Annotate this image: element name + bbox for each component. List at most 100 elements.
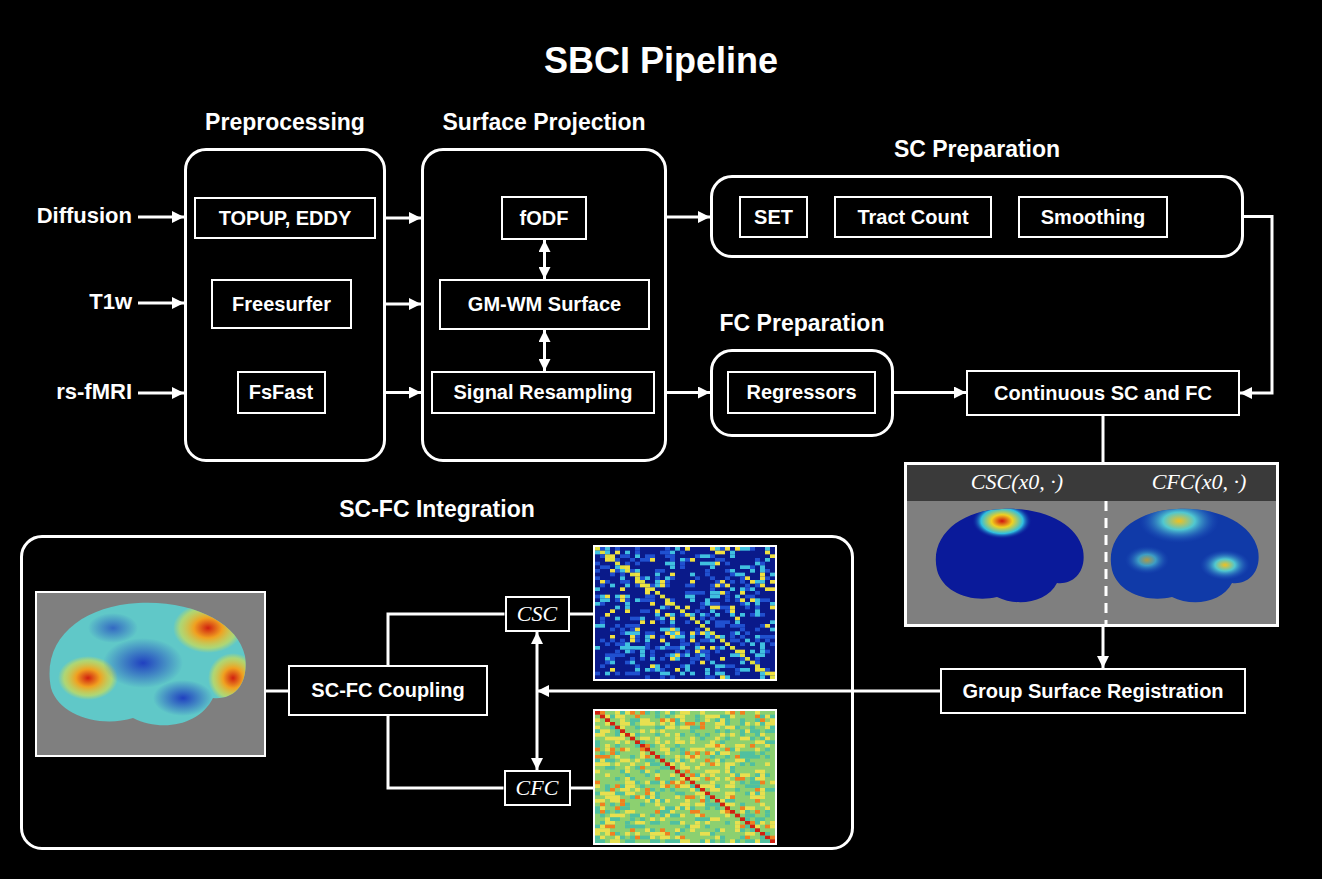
matrix-cell: [615, 806, 620, 810]
matrix-cell: [635, 672, 640, 676]
matrix-cell: [755, 558, 760, 562]
matrix-cell: [595, 784, 600, 788]
matrix-cell: [595, 547, 600, 551]
process-box: GM-WM Surface: [439, 279, 650, 330]
matrix-cell: [635, 715, 640, 719]
matrix-cell: [740, 825, 745, 829]
matrix-cell: [645, 631, 650, 635]
matrix-cell: [595, 726, 600, 730]
matrix-cell: [720, 828, 725, 832]
matrix-cell: [640, 814, 645, 818]
matrix-cell: [660, 595, 665, 599]
matrix-cell: [760, 650, 765, 654]
matrix-cell: [615, 733, 620, 737]
box-label: CSC: [517, 601, 557, 627]
box-label: Tract Count: [857, 206, 968, 229]
matrix-cell: [640, 744, 645, 748]
matrix-cell: [730, 795, 735, 799]
box-label: SC-FC Coupling: [311, 679, 464, 702]
matrix-cell: [675, 657, 680, 661]
matrix-cell: [650, 836, 655, 840]
matrix-cell: [655, 726, 660, 730]
matrix-cell: [765, 558, 770, 562]
matrix-cell: [595, 825, 600, 829]
matrix-cell: [710, 547, 715, 551]
stage-group: PreprocessingTOPUP, EDDYFreesurferFsFast: [184, 148, 386, 462]
matrix-cell: [710, 803, 715, 807]
matrix-cell: [635, 628, 640, 632]
matrix-cell: [740, 722, 745, 726]
matrix-cell: [740, 591, 745, 595]
matrix-cell: [715, 591, 720, 595]
matrix-cell: [715, 748, 720, 752]
matrix-cell: [710, 839, 715, 843]
matrix-cell: [655, 740, 660, 744]
matrix-cell: [610, 759, 615, 763]
matrix-cell: [740, 755, 745, 759]
matrix-cell: [615, 595, 620, 599]
matrix-cell: [665, 576, 670, 580]
matrix-cell: [730, 773, 735, 777]
matrix-cell: [725, 609, 730, 613]
matrix-cell: [685, 620, 690, 624]
matrix-cell: [675, 737, 680, 741]
matrix-cell: [765, 788, 770, 792]
matrix-cell: [705, 715, 710, 719]
matrix-cell: [655, 770, 660, 774]
matrix-cell: [600, 799, 605, 803]
matrix-cell: [695, 792, 700, 796]
matrix-cell: [675, 839, 680, 843]
matrix-cell: [640, 609, 645, 613]
matrix-cell: [630, 569, 635, 573]
matrix-cell: [765, 668, 770, 672]
matrix-cell: [680, 609, 685, 613]
matrix-cell: [730, 792, 735, 796]
matrix-cell: [650, 650, 655, 654]
matrix-cell: [630, 628, 635, 632]
matrix-cell: [595, 624, 600, 628]
matrix-cell: [615, 751, 620, 755]
matrix-cell: [675, 792, 680, 796]
matrix-cell: [725, 595, 730, 599]
matrix-cell: [645, 744, 650, 748]
matrix-cell: [620, 814, 625, 818]
matrix-cell: [715, 668, 720, 672]
stage-heading: FC Preparation: [720, 310, 885, 337]
matrix-cell: [640, 748, 645, 752]
box-label: GM-WM Surface: [468, 293, 621, 316]
matrix-cell: [705, 803, 710, 807]
matrix-cell: [685, 770, 690, 774]
matrix-cell: [640, 729, 645, 733]
matrix-cell: [645, 584, 650, 588]
matrix-cell: [740, 817, 745, 821]
connector: [388, 614, 505, 665]
matrix-cell: [650, 759, 655, 763]
matrix-cell: [665, 799, 670, 803]
process-box: Continuous SC and FC: [966, 370, 1240, 416]
matrix-cell: [725, 784, 730, 788]
matrix-cell: [650, 668, 655, 672]
matrix-cell: [705, 832, 710, 836]
matrix-cell: [605, 817, 610, 821]
matrix-cell: [635, 584, 640, 588]
matrix-cell: [670, 551, 675, 555]
matrix-cell: [625, 733, 630, 737]
matrix-cell: [595, 562, 600, 566]
matrix-cell: [745, 729, 750, 733]
matrix-cell: [660, 810, 665, 814]
matrix-cell: [600, 839, 605, 843]
matrix-cell: [705, 573, 710, 577]
matrix-cell: [755, 664, 760, 668]
matrix-cell: [770, 628, 775, 632]
matrix-cell: [720, 620, 725, 624]
matrix-cell: [730, 635, 735, 639]
matrix-cell: [665, 631, 670, 635]
matrix-cell: [680, 748, 685, 752]
matrix-cell: [655, 733, 660, 737]
matrix-cell: [640, 580, 645, 584]
matrix-cell: [625, 711, 630, 715]
matrix-cell: [615, 839, 620, 843]
matrix-cell: [605, 825, 610, 829]
matrix-cell: [615, 836, 620, 840]
matrix-cell: [705, 806, 710, 810]
